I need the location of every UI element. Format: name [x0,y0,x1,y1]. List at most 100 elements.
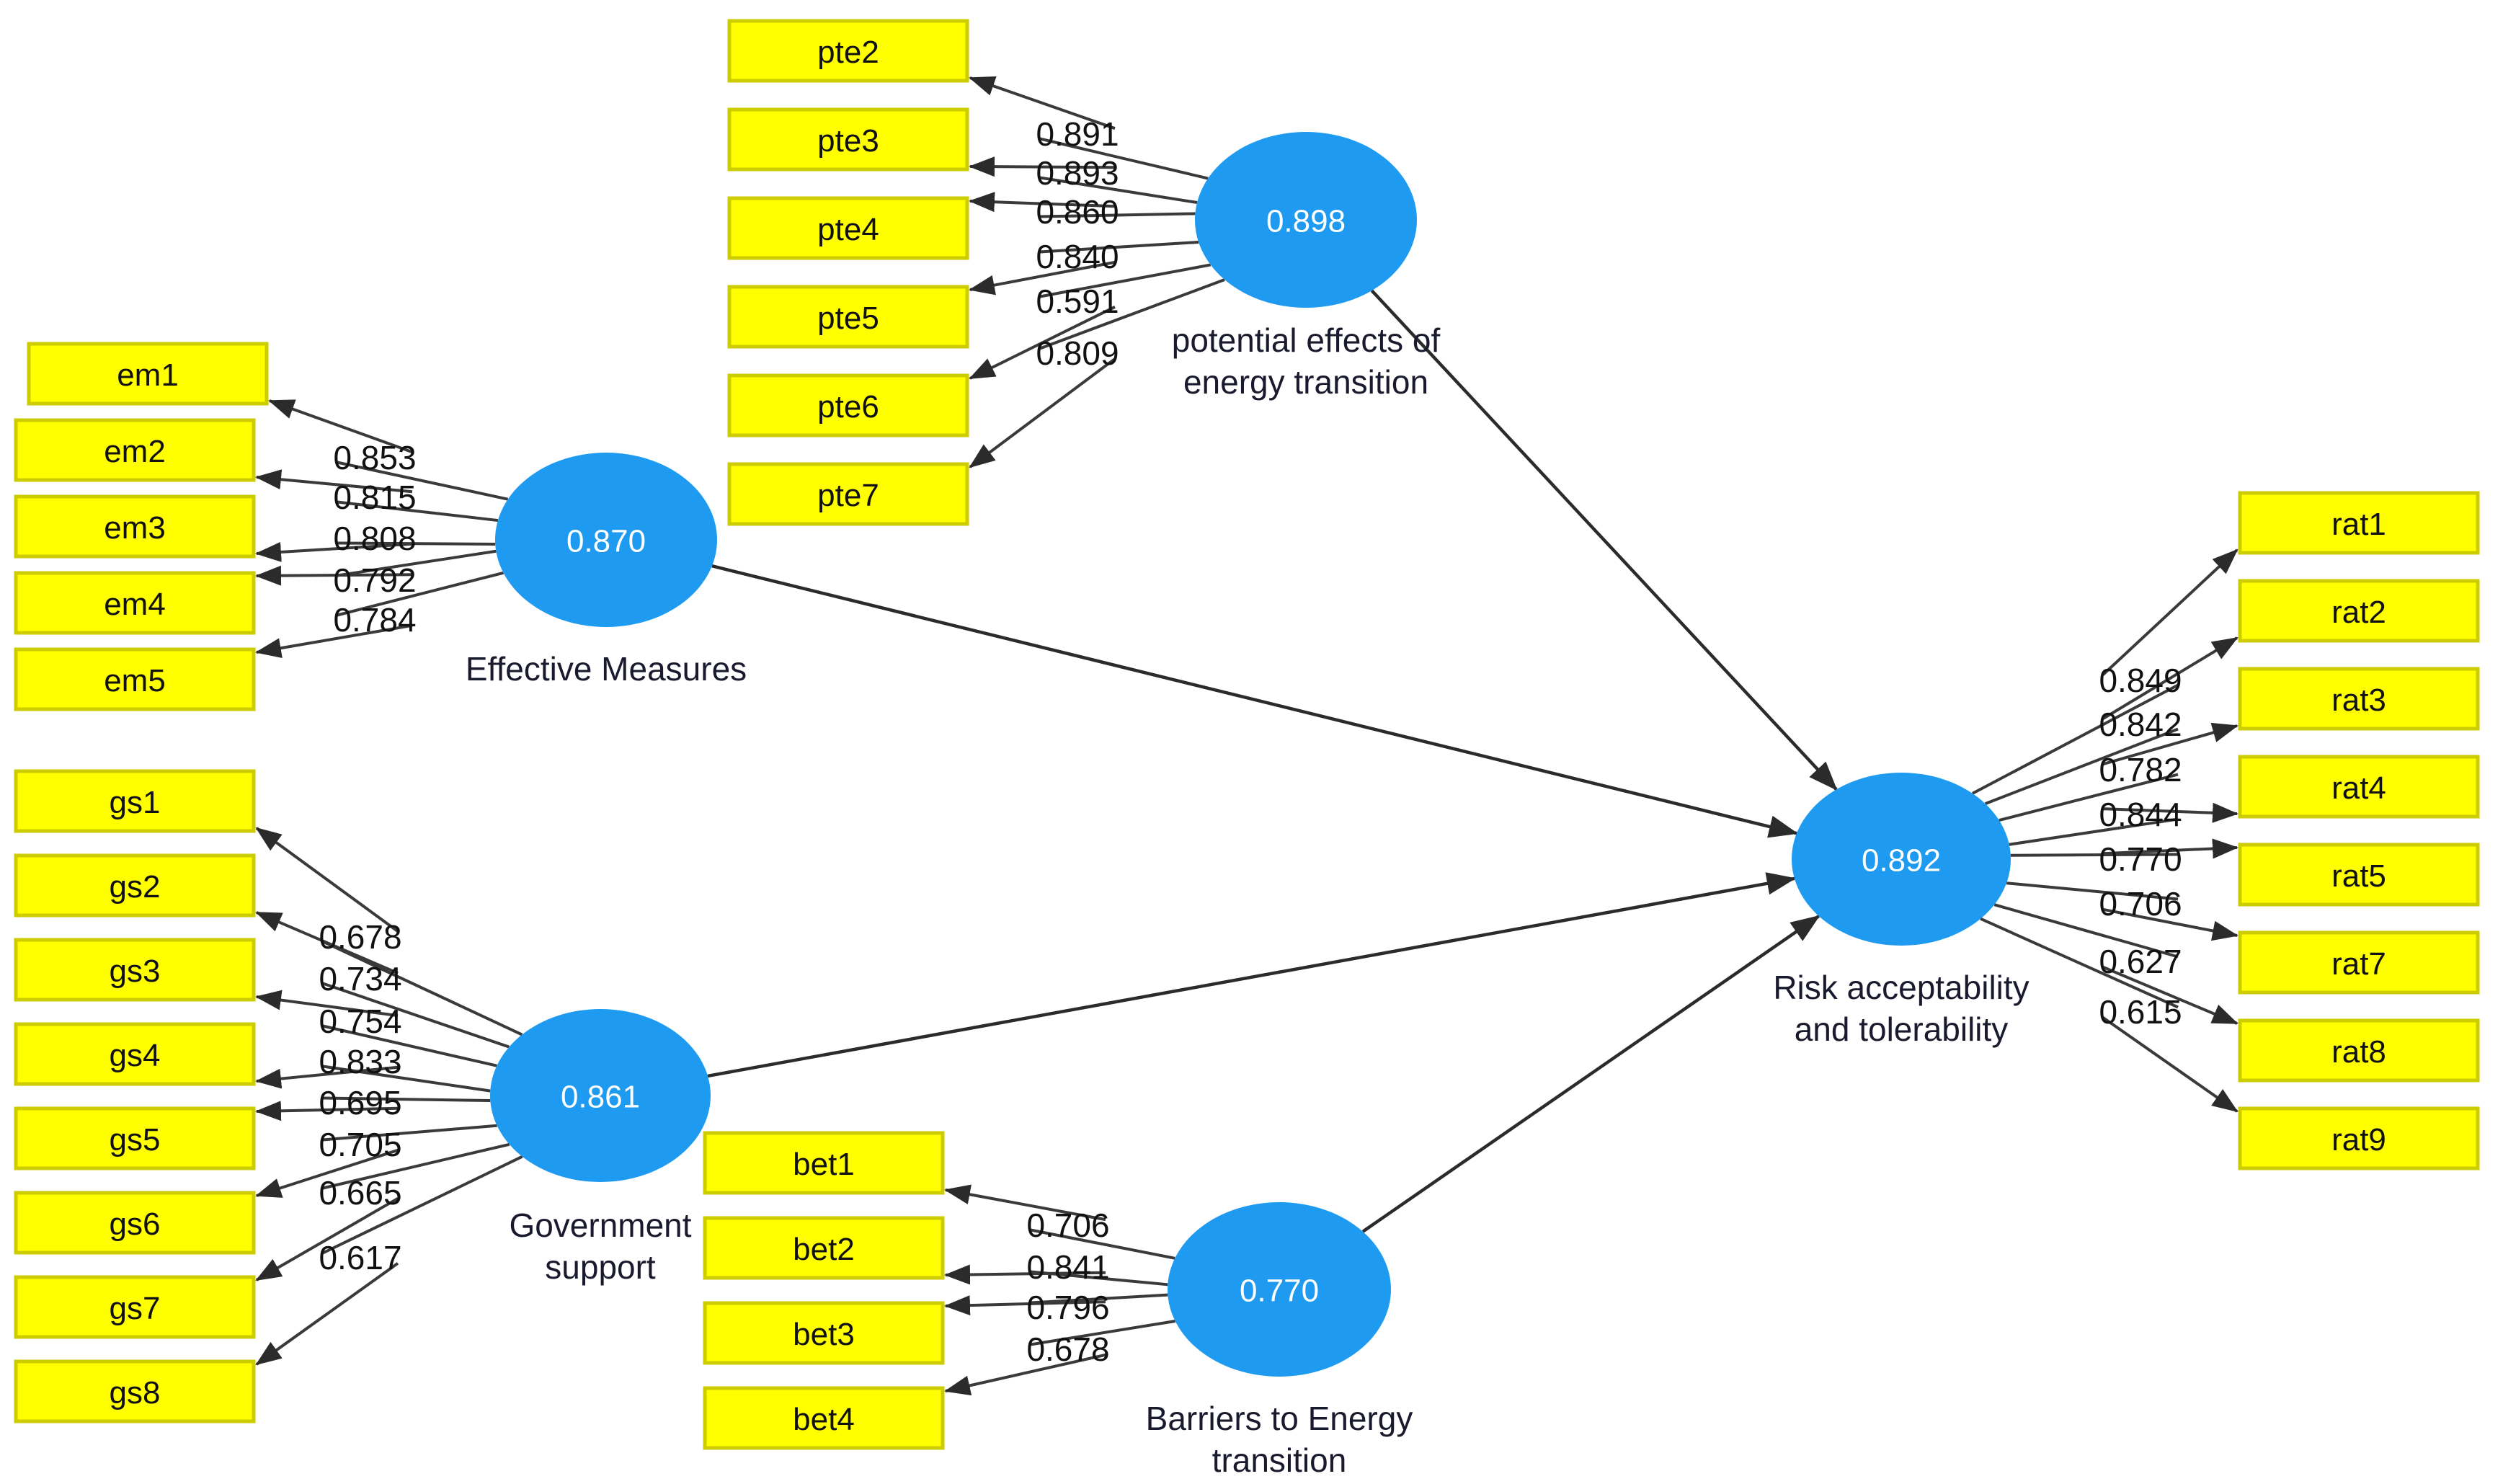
indicator-label-rat8: rat8 [2331,1034,2386,1070]
measurement-path-pte5 [969,241,1199,296]
structural-path-pte-to-rat [1370,289,1838,791]
loading-value-gs8: 0.617 [319,1239,401,1276]
measurement-path-gs3 [255,990,497,1067]
measurement-path-pte4 [969,192,1196,218]
indicator-box-rat5[interactable]: rat5 [2238,843,2480,907]
loading-value-rat2: 0.842 [2099,706,2182,743]
latent-name-line-pte-1: energy transition [1183,363,1428,401]
indicator-box-rat4[interactable]: rat4 [2238,755,2480,819]
measurement-path-gs8 [255,1155,523,1366]
indicator-label-rat5: rat5 [2331,858,2386,894]
indicator-box-bet4[interactable]: bet4 [703,1386,945,1450]
indicator-box-rat3[interactable]: rat3 [2238,667,2480,731]
indicator-label-rat7: rat7 [2331,946,2386,982]
indicator-label-pte4: pte4 [817,212,879,247]
indicator-box-bet3[interactable]: bet3 [703,1301,945,1365]
measurement-path-pte6 [969,263,1212,380]
indicator-box-em3[interactable]: em3 [14,494,256,559]
indicator-box-rat8[interactable]: rat8 [2238,1018,2480,1083]
indicator-label-bet1: bet1 [793,1147,855,1182]
loading-value-gs3: 0.754 [319,1003,401,1040]
indicator-box-pte5[interactable]: pte5 [727,285,969,349]
measurement-path-pte2 [969,76,1209,180]
indicator-box-gs2[interactable]: gs2 [14,853,256,917]
loading-value-rat5: 0.770 [2099,840,2182,878]
indicator-label-pte5: pte5 [817,301,879,336]
latent-construct-rat[interactable]: 0.892 [1792,773,2011,946]
measurement-path-rat9 [1980,917,2239,1113]
loading-value-pte4: 0.860 [1036,193,1119,231]
latent-name-pte: potential effects of energy transition [1172,321,1441,401]
latent-construct-pte[interactable]: 0.898 [1195,132,1417,308]
indicator-label-rat4: rat4 [2331,770,2386,806]
indicator-box-em4[interactable]: em4 [14,571,256,635]
indicator-box-bet1[interactable]: bet1 [703,1131,945,1195]
indicator-label-bet4: bet4 [793,1402,855,1437]
indicator-box-em5[interactable]: em5 [14,647,256,711]
measurement-path-pte3 [969,156,1198,204]
structural-path-em-to-rat [711,564,1799,838]
indicator-box-pte3[interactable]: pte3 [727,107,969,172]
indicator-box-pte4[interactable]: pte4 [727,196,969,260]
measurement-path-bet2 [944,1264,1168,1287]
indicator-label-gs4: gs4 [110,1038,161,1073]
loading-value-pte7: 0.809 [1036,334,1119,372]
loading-value-gs7: 0.665 [319,1174,401,1212]
latent-construct-bet[interactable]: 0.770 [1168,1202,1391,1377]
indicator-label-gs7: gs7 [110,1291,161,1326]
latent-construct-em[interactable]: 0.870 [495,453,717,627]
indicator-label-em2: em2 [104,434,166,469]
indicator-label-gs5: gs5 [110,1122,161,1158]
latent-name-line-bet-1: transition [1212,1441,1347,1479]
measurement-path-bet1 [944,1184,1175,1260]
indicator-box-rat9[interactable]: rat9 [2238,1106,2480,1170]
indicator-box-pte6[interactable]: pte6 [727,373,969,437]
indicator-label-bet3: bet3 [793,1317,855,1352]
indicator-box-gs6[interactable]: gs6 [14,1191,256,1255]
structural-path-bet-to-rat [1361,915,1820,1233]
indicator-box-gs3[interactable]: gs3 [14,938,256,1002]
measurement-path-em4 [255,549,497,586]
indicator-label-em4: em4 [104,587,166,622]
indicator-box-pte2[interactable]: pte2 [727,19,969,83]
loading-value-bet2: 0.841 [1026,1248,1109,1286]
indicator-box-pte7[interactable]: pte7 [727,462,969,526]
indicator-box-gs7[interactable]: gs7 [14,1275,256,1339]
indicator-box-rat1[interactable]: rat1 [2238,491,2480,555]
latent-construct-gs[interactable]: 0.861 [490,1009,711,1182]
indicator-label-em5: em5 [104,663,166,698]
loading-value-pte3: 0.893 [1036,154,1119,192]
indicator-box-bet2[interactable]: bet2 [703,1216,945,1280]
measurement-path-gs6 [255,1124,497,1198]
measurement-path-gs1 [255,827,523,1036]
loading-value-pte6: 0.591 [1036,283,1119,320]
latent-value-gs: 0.861 [561,1080,640,1115]
structural-path-gs-to-rat [707,872,1797,1078]
indicator-label-pte2: pte2 [817,35,879,70]
measurement-path-rat7 [2006,881,2239,941]
indicator-box-rat7[interactable]: rat7 [2238,930,2480,995]
indicator-box-rat2[interactable]: rat2 [2238,579,2480,643]
indicator-label-gs3: gs3 [110,954,161,989]
loading-value-bet1: 0.706 [1026,1207,1109,1244]
loading-value-em4: 0.792 [333,561,416,599]
edges-layer [255,76,2239,1396]
indicator-box-gs1[interactable]: gs1 [14,769,256,833]
loading-value-gs1: 0.678 [319,918,401,956]
loading-value-rat8: 0.627 [2099,943,2182,980]
latent-value-rat: 0.892 [1862,843,1941,879]
measurement-path-rat1 [1972,548,2239,795]
loading-values-layer: 0.8910.8930.8600.8400.5910.8090.8530.815… [319,115,2182,1368]
indicator-box-em2[interactable]: em2 [14,418,256,482]
loading-value-rat1: 0.849 [2099,662,2182,699]
indicator-label-rat3: rat3 [2331,683,2386,718]
latent-name-line-pte-0: potential effects of [1172,321,1441,359]
indicator-box-gs5[interactable]: gs5 [14,1106,256,1170]
indicator-box-gs4[interactable]: gs4 [14,1022,256,1086]
indicator-box-em1[interactable]: em1 [27,342,269,406]
indicator-box-gs8[interactable]: gs8 [14,1359,256,1423]
measurement-path-rat8 [1993,903,2239,1025]
